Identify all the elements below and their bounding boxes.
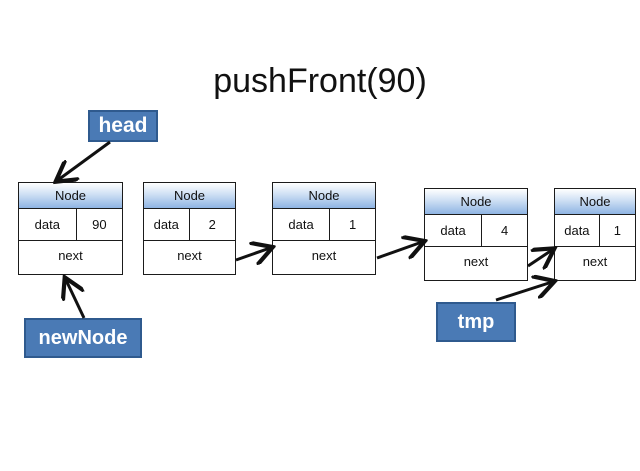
node-header: Node: [144, 183, 235, 209]
node-data-label: data: [144, 209, 190, 240]
node-next-field: next: [58, 248, 83, 263]
head-pointer-label: head: [88, 110, 158, 142]
node-header: Node: [555, 189, 635, 215]
list-node-3: Node data 4 next: [424, 188, 528, 281]
node-data-value: 90: [92, 217, 107, 232]
node-next-field: next: [582, 254, 608, 269]
node-next-field: next: [311, 248, 337, 263]
tmp-pointer-label: tmp: [436, 302, 516, 342]
next-arrow-1-2: [235, 248, 270, 260]
node-next-field: next: [463, 254, 489, 269]
node-data-value: 4: [500, 223, 509, 238]
node-data-label: data: [425, 215, 483, 246]
list-node-0: Node data 90 next: [18, 182, 123, 275]
head-arrow: [58, 140, 111, 180]
tmp-arrow: [495, 282, 552, 302]
node-data-label: data: [19, 209, 77, 240]
node-data-label: data: [555, 215, 600, 246]
node-data-label: data: [273, 209, 331, 240]
list-node-1: Node data 2 next: [143, 182, 236, 275]
node-header: Node: [425, 189, 527, 215]
diagram-title: pushFront(90): [213, 62, 427, 100]
node-next-field: next: [177, 248, 202, 263]
next-arrow-3-4: [527, 250, 552, 266]
list-node-2: Node data 1 next: [272, 182, 376, 275]
node-header: Node: [19, 183, 122, 209]
list-node-4: Node data 1 next: [554, 188, 636, 281]
newnode-pointer-label: newNode: [24, 318, 142, 358]
next-arrow-2-3: [376, 242, 422, 260]
newnode-arrow: [66, 280, 86, 319]
node-data-value: 1: [613, 223, 622, 238]
node-data-value: 2: [208, 217, 216, 232]
node-data-value: 1: [348, 217, 357, 232]
node-header: Node: [273, 183, 375, 209]
